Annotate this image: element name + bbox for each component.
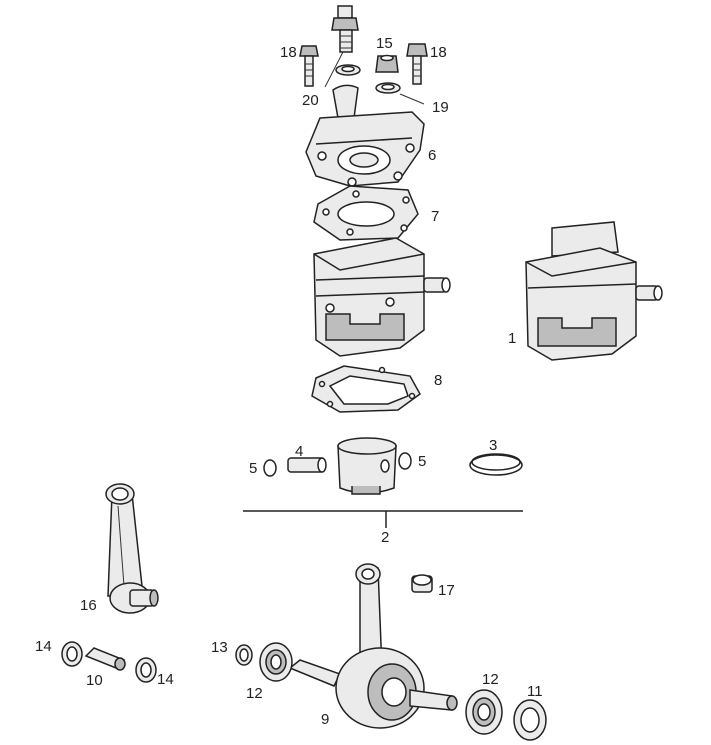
washer-13 (235, 644, 253, 666)
crank-pin (84, 647, 126, 671)
bolt-right (406, 43, 428, 85)
label-6: 6 (428, 147, 436, 164)
piston-pin (287, 457, 327, 473)
piston (337, 437, 397, 495)
label-13: 13 (211, 639, 228, 656)
label-18-left: 18 (280, 44, 297, 61)
label-19: 19 (432, 99, 449, 116)
part-labels: 1 2 3 4 5 5 6 7 8 9 10 11 12 12 13 14 14… (35, 35, 543, 728)
label-18-right: 18 (430, 44, 447, 61)
bearing-14-right (135, 657, 157, 683)
label-10: 10 (86, 672, 103, 689)
label-14-left: 14 (35, 638, 52, 655)
cylinder-center (313, 237, 451, 357)
bearing-12-right (465, 689, 503, 735)
label-4: 4 (295, 443, 303, 460)
bolt-left (299, 45, 319, 87)
label-8: 8 (434, 372, 442, 389)
label-12-left: 12 (246, 685, 263, 702)
oil-seal (513, 699, 547, 741)
crankshaft (288, 563, 458, 729)
label-17: 17 (438, 582, 455, 599)
label-5-left: 5 (249, 460, 257, 477)
circlip-right (398, 452, 412, 470)
cylinder-assembly (525, 221, 663, 361)
label-20: 20 (302, 92, 319, 109)
label-12-right: 12 (482, 671, 499, 688)
piston-ring (469, 453, 523, 476)
label-14-right: 14 (157, 671, 174, 688)
base-gasket (311, 365, 421, 413)
label-3: 3 (489, 437, 497, 454)
bearing-14-left (61, 641, 83, 667)
label-15: 15 (376, 35, 393, 52)
label-5-right: 5 (418, 453, 426, 470)
leader-lines (324, 51, 425, 105)
circlip-left (263, 459, 277, 477)
label-1: 1 (508, 330, 516, 347)
label-9: 9 (321, 711, 329, 728)
sensor-fitting (331, 5, 359, 53)
label-2: 2 (381, 529, 389, 546)
label-7: 7 (431, 208, 439, 225)
nut-15 (375, 54, 399, 73)
cylinder-head (305, 84, 425, 187)
connecting-rod (105, 483, 159, 614)
head-gasket (313, 185, 419, 241)
bearing-12-left (259, 642, 293, 682)
needle-bearing (411, 574, 433, 593)
label-11: 11 (527, 683, 543, 700)
label-16: 16 (80, 597, 97, 614)
